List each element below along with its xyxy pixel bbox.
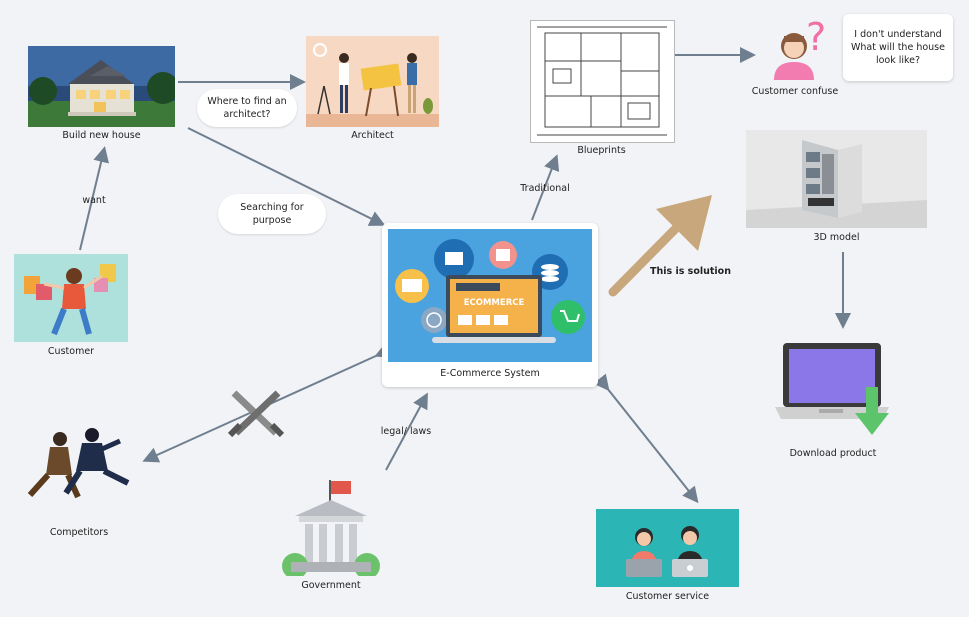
ecommerce-screen-label: ECOMMERCE [464, 298, 525, 308]
laptop-download-icon [775, 343, 889, 435]
model3d-label: 3D model [813, 232, 860, 243]
competitors-illustration [27, 428, 130, 499]
download-node [773, 341, 893, 438]
model3d-node [746, 130, 927, 228]
arrow-customer-to-house [79, 146, 109, 251]
arrow-house-to-ecommerce [187, 127, 386, 226]
bubble-line: Where to find an [207, 96, 287, 107]
arrow-ecommerce-service [593, 373, 699, 504]
confuse-quote-line: I don't understand [854, 29, 942, 40]
government-label: Government [301, 580, 361, 591]
competitors-node [16, 425, 142, 515]
bubble-line: purpose [252, 215, 292, 226]
build-house-node [28, 46, 175, 127]
blueprints-label: Blueprints [577, 145, 626, 156]
download-label: Download product [789, 448, 877, 459]
house-photo [28, 46, 175, 127]
architect-label: Architect [351, 130, 394, 141]
where-architect-bubble: Where to find an architect? [197, 89, 297, 127]
shopping-customer-illustration [14, 254, 128, 342]
customer-node [14, 254, 128, 342]
customer-service-label: Customer service [625, 591, 710, 602]
confuse-quote-line: What will the house [851, 42, 945, 53]
customer-confuse-label: Customer confuse [751, 86, 839, 97]
edge-label-traditional: Traditional [520, 183, 570, 194]
confuse-quote-bubble: I don't understand What will the house l… [843, 14, 953, 81]
customer-confuse-node: ? [770, 14, 830, 82]
searching-bubble: Searching for purpose [218, 194, 326, 234]
arrow-gov-to-ecommerce [385, 392, 428, 471]
bubble-line: architect? [223, 109, 271, 120]
competitors-label: Competitors [49, 527, 109, 538]
3d-building-render [746, 130, 927, 228]
ecommerce-illustration: ECOMMERCE [388, 229, 592, 362]
customer-service-illustration [596, 509, 739, 587]
edge-label-legal: legal/ laws [380, 426, 432, 437]
customer-service-node [596, 509, 739, 587]
confuse-quote-line: look like? [875, 55, 921, 66]
bubble-line: Searching for [240, 202, 304, 213]
customer-label: Customer [47, 346, 95, 357]
ecommerce-label: E-Commerce System [440, 368, 540, 379]
architect-node [306, 36, 439, 127]
arrow-ecommerce-to-blueprints [531, 154, 560, 221]
edge-label-solution: This is solution [650, 266, 731, 277]
government-building-icon [282, 480, 380, 576]
architect-illustration [306, 36, 439, 127]
edge-label-want: want [82, 195, 106, 206]
blueprints-node [530, 20, 675, 143]
build-house-label: Build new house [62, 130, 141, 141]
blueprint-drawing [537, 26, 667, 136]
crossed-swords-icon [226, 387, 286, 441]
solution-arrow [608, 195, 712, 297]
svg-text:?: ? [806, 15, 826, 59]
ecommerce-card: ECOMMERCE E-Commerce System [382, 223, 598, 387]
government-node [281, 478, 381, 576]
confused-person-icon: ? [774, 15, 826, 80]
